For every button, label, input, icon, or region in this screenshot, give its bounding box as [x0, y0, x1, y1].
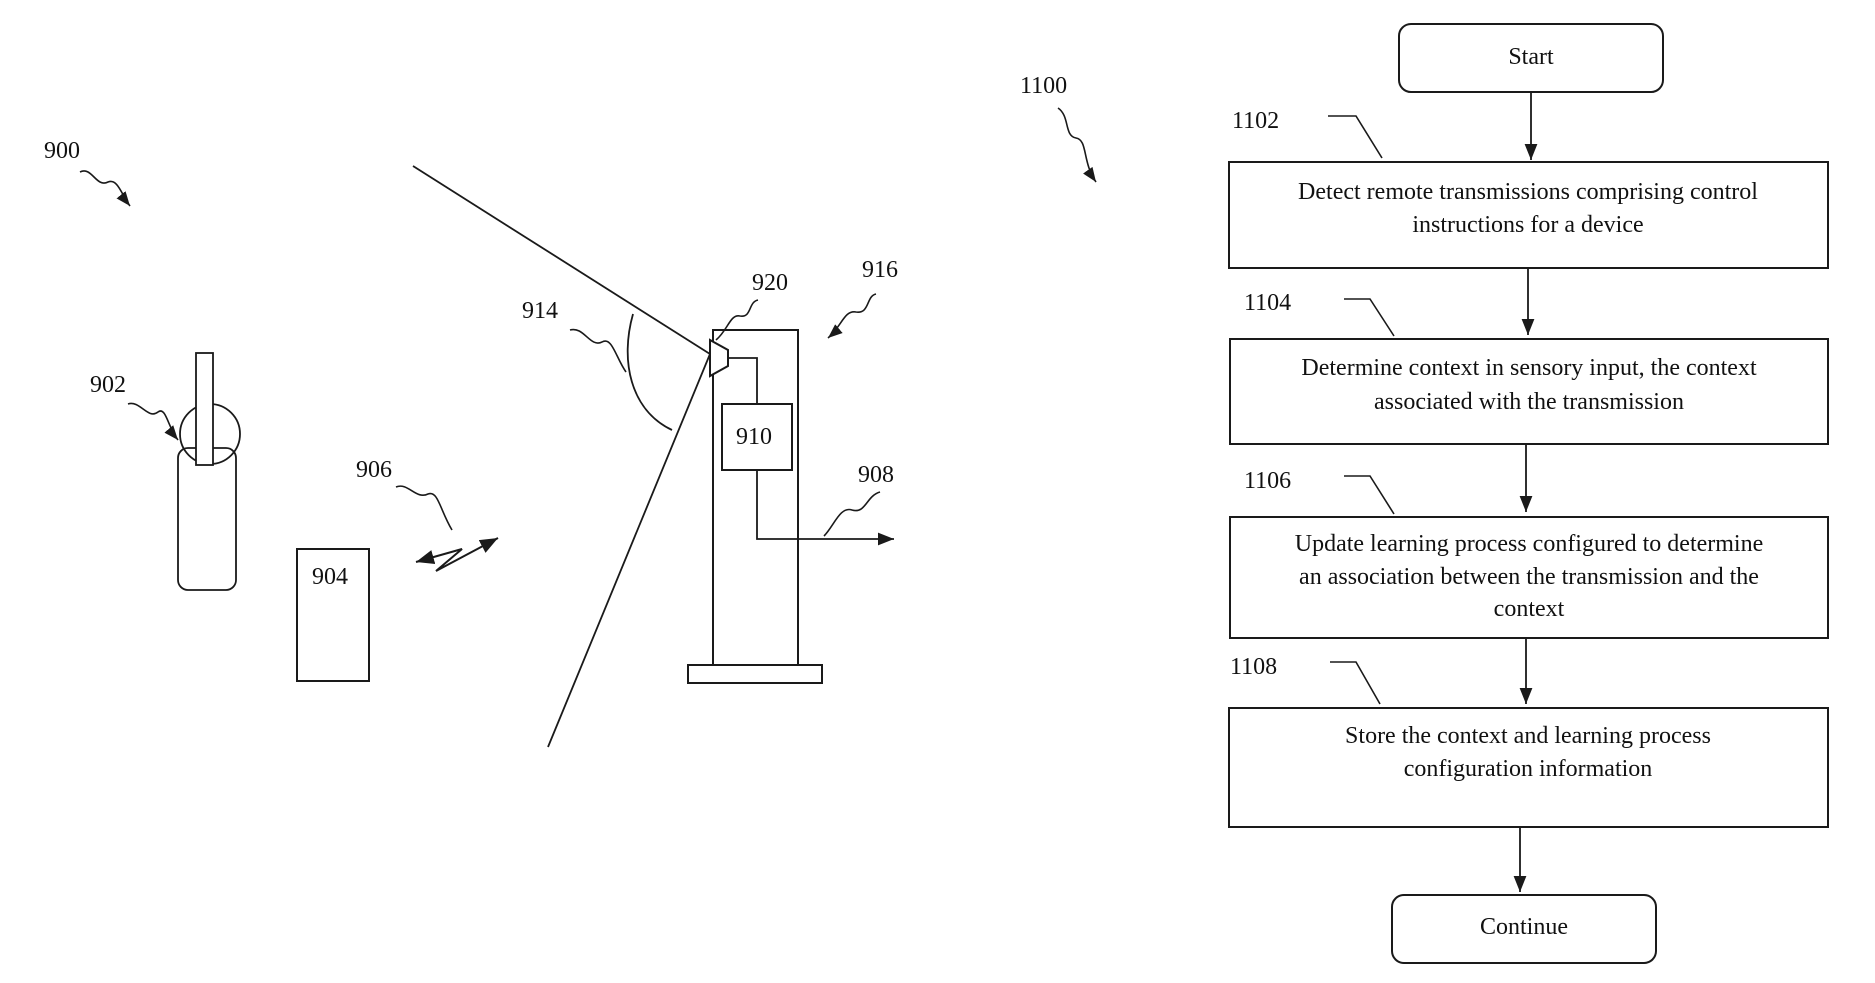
ref-908-squiggle	[824, 492, 880, 536]
ref-910-label: 910	[736, 424, 772, 450]
continue-label: Continue	[1480, 914, 1568, 940]
step-1102-line1: Detect remote transmissions comprising c…	[1298, 179, 1758, 205]
step-1106-line2: an association between the transmission …	[1299, 564, 1759, 590]
ref-904-label: 904	[312, 564, 348, 590]
ref-906-squiggle	[396, 486, 452, 530]
ref-1106-leader	[1344, 476, 1394, 514]
person-902-icon	[178, 353, 240, 590]
ref-900-label: 900	[44, 138, 80, 164]
ref-1100-squiggle	[1058, 108, 1096, 182]
ref-1104-label: 1104	[1244, 290, 1291, 316]
step-1108-line1: Store the context and learning process	[1345, 723, 1711, 749]
ref-916-squiggle	[828, 294, 876, 338]
camera-to-processor-wire	[728, 358, 757, 404]
step-1104-line2: associated with the transmission	[1374, 389, 1684, 415]
figure-900: 900 902 904 906 914 916 9	[44, 138, 898, 747]
ref-902-label: 902	[90, 372, 126, 398]
ref-920-squiggle	[716, 300, 758, 340]
field-of-view-upper-line	[413, 166, 710, 354]
ref-920-label: 920	[752, 270, 788, 296]
field-of-view-lower-line	[548, 354, 710, 747]
ref-914-squiggle	[570, 330, 626, 372]
field-of-view-angle-arc	[628, 314, 672, 430]
ref-902-squiggle	[128, 403, 178, 440]
ref-900-squiggle	[80, 171, 130, 206]
step-1102-line2: instructions for a device	[1412, 212, 1643, 238]
ref-914-label: 914	[522, 298, 558, 324]
ref-1104-leader	[1344, 299, 1394, 336]
camera-920-icon	[710, 340, 728, 376]
device-902-remote-icon	[196, 353, 213, 465]
step-1106-line3: context	[1494, 596, 1565, 622]
ref-1108-leader	[1330, 662, 1380, 704]
step-1106-line1: Update learning process configured to de…	[1295, 531, 1764, 557]
ref-908-label: 908	[858, 462, 894, 488]
ref-916-label: 916	[862, 257, 898, 283]
ref-1100-label: 1100	[1020, 73, 1067, 99]
ref-1108-label: 1108	[1230, 654, 1277, 680]
step-1108-line2: configuration information	[1404, 756, 1653, 782]
step-1104-line1: Determine context in sensory input, the …	[1301, 355, 1757, 381]
ref-1106-label: 1106	[1244, 468, 1291, 494]
ref-1102-leader	[1328, 116, 1382, 158]
transmission-906-icon	[416, 538, 498, 571]
figure-1100-flowchart: 1100 Start 1102 Detect remote transmissi…	[1020, 24, 1828, 963]
ref-1102-label: 1102	[1232, 108, 1279, 134]
start-label: Start	[1508, 44, 1554, 70]
ref-906-label: 906	[356, 457, 392, 483]
